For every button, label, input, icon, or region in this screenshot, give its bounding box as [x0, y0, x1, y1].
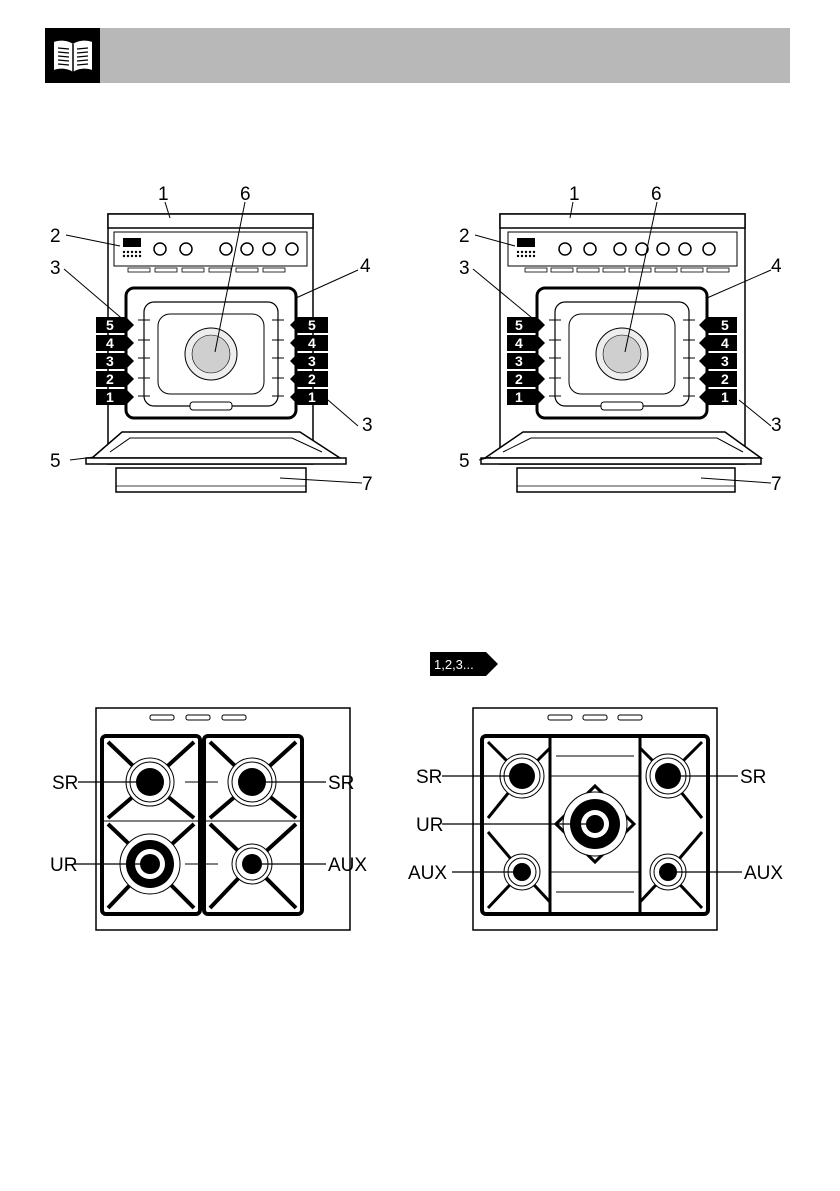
shelf-label: 2 [721, 371, 729, 387]
sequence-tag-label: 1,2,3... [434, 657, 474, 672]
hob-5-burner-figure: SR SR UR AUX AUX [408, 706, 788, 936]
shelf-label: 4 [721, 335, 729, 351]
callout-label: 7 [362, 474, 373, 495]
hob-4-burner-figure: SR SR UR AUX [50, 706, 380, 936]
shelf-label: 4 [106, 335, 114, 351]
shelf-tags-left: 5 4 3 2 1 [96, 317, 134, 405]
callout-label: 2 [459, 226, 470, 247]
burner-label: UR [416, 815, 443, 836]
burner-label: UR [50, 855, 77, 876]
callout-label: 6 [240, 184, 251, 205]
shelf-label: 2 [106, 371, 114, 387]
shelf-label: 3 [721, 353, 729, 369]
shelf-label: 3 [308, 353, 316, 369]
section-header-bar [45, 28, 790, 83]
callout-label: 4 [771, 256, 782, 277]
oven-figure-right: 5 4 3 2 1 5 4 3 2 1 1 2 3 4 5 6 7 3 [445, 180, 785, 500]
shelf-label: 1 [721, 389, 729, 405]
shelf-label: 1 [106, 389, 114, 405]
oven-figure-left: 5 4 3 2 1 5 4 3 2 1 1 2 3 4 5 6 7 3 [40, 180, 380, 500]
sequence-arrow-tag: 1,2,3... [430, 652, 498, 676]
shelf-label: 3 [515, 353, 523, 369]
callout-label: 3 [362, 415, 373, 436]
callout-label: 5 [459, 451, 470, 472]
shelf-tags-left: 5 4 3 2 1 [507, 317, 545, 405]
callout-label: 1 [569, 184, 580, 205]
shelf-label: 2 [515, 371, 523, 387]
callout-label: 5 [50, 451, 61, 472]
shelf-label: 1 [515, 389, 523, 405]
shelf-label: 4 [308, 335, 316, 351]
shelf-label: 1 [308, 389, 316, 405]
shelf-label: 5 [515, 317, 523, 333]
burner-label: SR [328, 773, 354, 794]
burner-label: SR [52, 773, 78, 794]
burner-label: SR [416, 767, 442, 788]
burner-label: AUX [328, 855, 367, 876]
callout-label: 2 [50, 226, 61, 247]
callout-label: 1 [158, 184, 169, 205]
shelf-label: 5 [308, 317, 316, 333]
callout-label: 7 [771, 474, 782, 495]
shelf-tags-right: 5 4 3 2 1 [699, 317, 737, 405]
callout-label: 3 [50, 258, 61, 279]
burner-label: AUX [744, 863, 783, 884]
callout-label: 6 [651, 184, 662, 205]
burner-label: SR [740, 767, 766, 788]
shelf-label: 5 [106, 317, 114, 333]
shelf-tags-right: 5 4 3 2 1 [290, 317, 328, 405]
shelf-label: 4 [515, 335, 523, 351]
callout-label: 3 [459, 258, 470, 279]
shelf-label: 5 [721, 317, 729, 333]
book-icon [45, 28, 100, 83]
shelf-label: 3 [106, 353, 114, 369]
callout-label: 3 [771, 415, 782, 436]
callout-label: 4 [360, 256, 371, 277]
shelf-label: 2 [308, 371, 316, 387]
burner-label: AUX [408, 863, 447, 884]
